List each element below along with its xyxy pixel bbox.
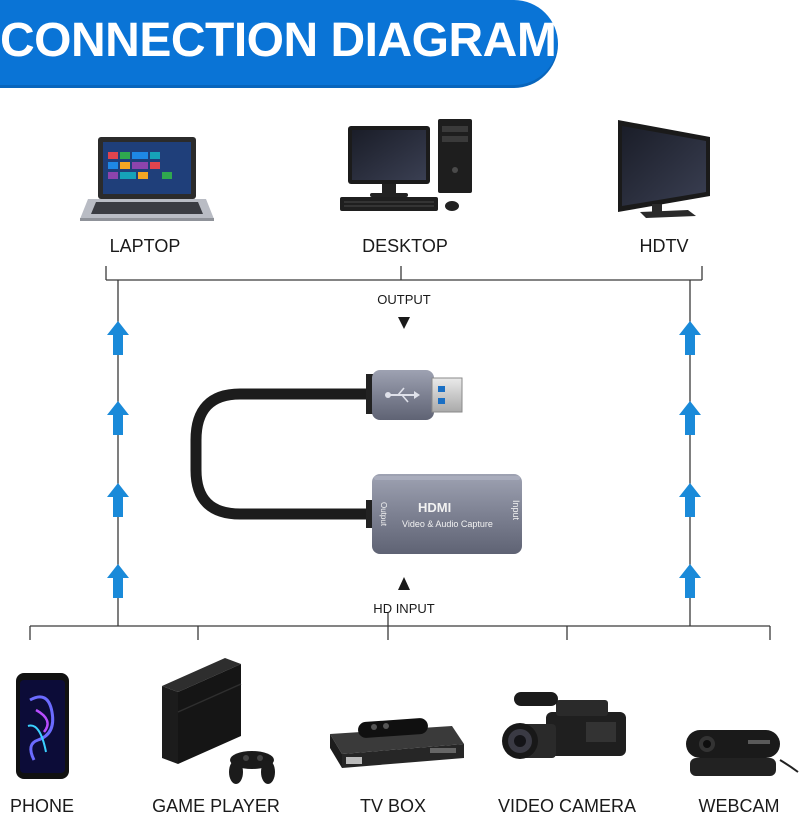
output-direction-marker [398,317,410,329]
input-bracket [29,612,771,640]
page-title: CONNECTION DIAGRAM [0,14,557,67]
input-direction-marker [398,577,410,590]
title-banner: CONNECTION DIAGRAM [0,0,558,88]
device-output-port: Output [379,502,388,527]
input-label-game-player: GAME PLAYER [152,796,280,816]
tv-icon [618,120,710,218]
video-camera-icon [502,692,626,759]
laptop-icon [80,137,214,221]
capture-device: HDMI Video & Audio Capture Output Input [190,370,522,554]
device-input-port: Input [511,500,521,521]
input-label-video-camera: VIDEO CAMERA [497,796,637,816]
output-label-desktop: DESKTOP [362,236,448,256]
desktop-computer-icon [340,119,472,211]
input-section-label: HD INPUT [373,601,435,616]
input-label-phone: PHONE [9,796,75,816]
output-section-label: OUTPUT [377,292,431,307]
smartphone-icon [16,673,69,779]
device-caption: Video & Audio Capture [402,519,493,529]
input-label-tv-box: TV BOX [359,796,427,816]
input-label-webcam: WEBCAM [698,796,780,816]
output-bracket [105,266,703,281]
webcam-icon [686,730,799,776]
device-brand: HDMI [418,500,451,515]
usb-connector-icon [366,370,463,420]
left-signal-path [107,280,129,626]
right-signal-path [679,280,701,626]
output-label-laptop: LAPTOP [109,236,181,256]
output-label-hdtv: HDTV [639,236,689,256]
game-console-icon [162,658,275,784]
tv-box-icon [330,718,464,768]
